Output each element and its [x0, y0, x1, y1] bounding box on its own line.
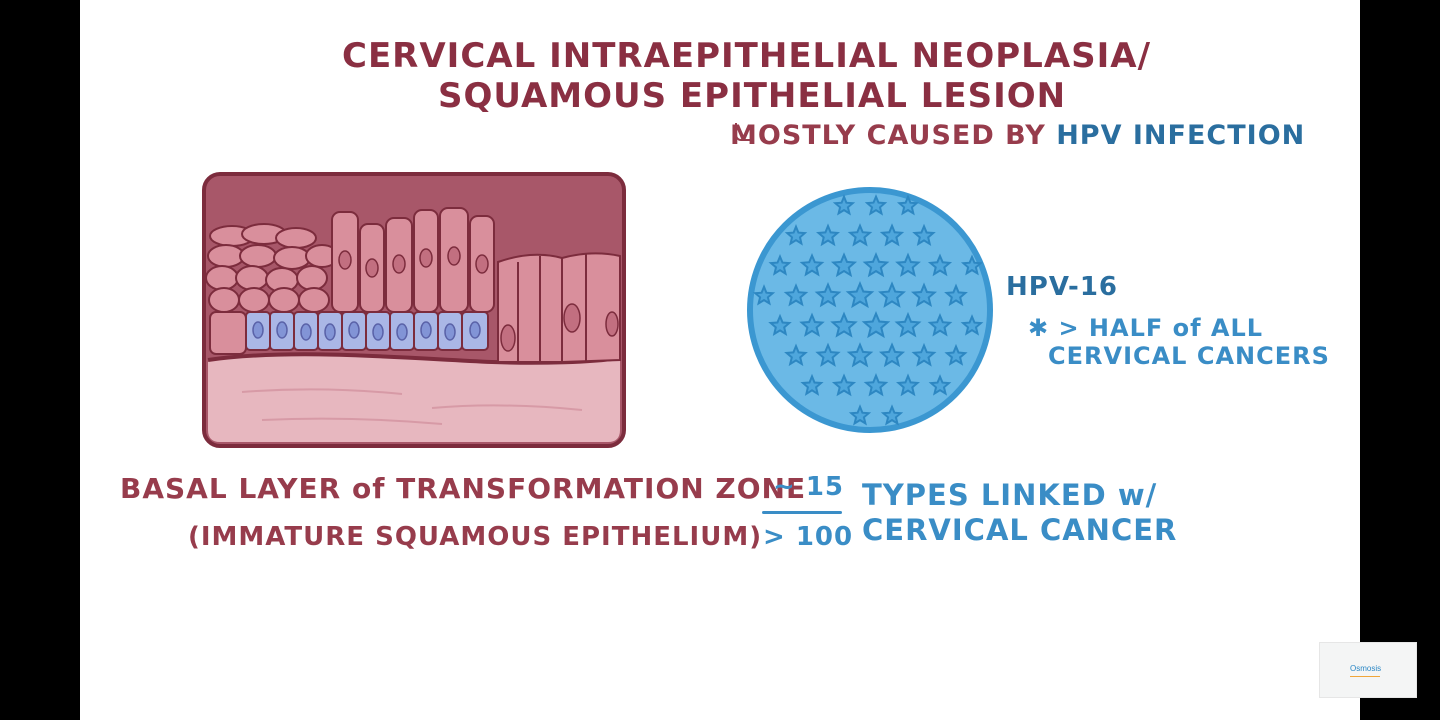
capsomere-star — [830, 311, 858, 338]
capsomere-star — [830, 252, 858, 278]
caused-by-prefix: MOSTLY CAUSED BY — [730, 120, 1057, 151]
fraction-numerator: ~ 15 — [773, 472, 845, 502]
basal-layer-caption: BASAL LAYER of TRANSFORMATION ZONE — [120, 472, 807, 505]
capsomere-star — [816, 223, 840, 247]
capsomere-star — [768, 254, 792, 276]
capsomere-star — [878, 342, 906, 368]
capsomere-star — [784, 224, 808, 246]
caused-by-line: MOSTLY CAUSED BY HPV INFECTION — [730, 120, 1305, 151]
capsomere-star — [880, 404, 904, 426]
capsomere-star — [799, 253, 825, 277]
epithelium-illustration — [202, 172, 626, 448]
slide: CERVICAL INTRAEPITHELIAL NEOPLASIA/ SQUA… — [80, 0, 1360, 720]
hpv16-label: HPV-16 — [1006, 272, 1119, 302]
hpv16-note-line-1: ✱ > HALF of ALL — [1028, 314, 1264, 342]
title-line-2: SQUAMOUS EPITHELIAL LESION — [438, 76, 1067, 116]
capsomere-star — [927, 313, 953, 337]
capsomere-star — [784, 343, 808, 367]
capsomere-star — [910, 282, 938, 307]
title-line-1: CERVICAL INTRAEPITHELIAL NEOPLASIA/ — [342, 36, 1152, 76]
capsomere-star — [927, 253, 953, 277]
capsomere-star — [845, 281, 875, 309]
capsomere-star — [928, 374, 952, 396]
capsomere-star — [815, 342, 841, 367]
capsomere-star — [879, 223, 905, 247]
capsomere-star — [960, 314, 984, 336]
capsomere-star — [960, 254, 984, 276]
osmosis-logo-text: Osmosis — [1350, 664, 1382, 673]
capsomere-star — [911, 342, 937, 367]
hpv16-note-line-2: CERVICAL CANCERS — [1048, 342, 1330, 370]
capsomere-star — [863, 373, 889, 397]
capsomere-star — [894, 311, 922, 338]
capsomere-star — [752, 284, 776, 306]
capsomere-star — [831, 373, 857, 397]
capsomere-star — [862, 252, 890, 278]
capsomere-star — [847, 223, 873, 247]
types-linked-line-1: TYPES LINKED w/ — [862, 478, 1158, 512]
osmosis-watermark: Osmosis — [1319, 642, 1417, 698]
capsomere-star — [814, 282, 842, 308]
capsomere-star — [944, 283, 968, 307]
fraction-line — [762, 511, 842, 514]
capsomere-star — [783, 283, 809, 307]
capsomere-star — [896, 194, 920, 216]
hpv-virus-illustration — [747, 187, 993, 433]
capsomere-star — [768, 313, 792, 337]
capsomere-star — [799, 312, 825, 337]
hook-mark — [735, 123, 753, 141]
basal-layer-subcaption: (IMMATURE SQUAMOUS EPITHELIUM) — [188, 522, 763, 552]
capsomere-star — [861, 311, 891, 339]
capsomere-star — [896, 373, 920, 397]
capsomere-star — [912, 223, 936, 247]
capsomere-star — [832, 194, 856, 216]
capsomere-star — [864, 194, 888, 216]
right-letterbox — [1360, 0, 1440, 720]
capsomere-star — [944, 343, 968, 366]
capsomere-star — [848, 404, 872, 426]
osmosis-logo-underline — [1350, 676, 1380, 677]
fraction-denominator: > 100 — [763, 522, 854, 552]
hpv-infection-highlight: HPV INFECTION — [1056, 120, 1306, 151]
capsomere-star — [878, 281, 906, 308]
types-linked-line-2: CERVICAL CANCER — [862, 513, 1178, 547]
capsomere-star — [846, 342, 874, 368]
capsomere-star — [800, 373, 824, 396]
left-letterbox — [0, 0, 80, 720]
capsomere-star — [895, 252, 921, 277]
